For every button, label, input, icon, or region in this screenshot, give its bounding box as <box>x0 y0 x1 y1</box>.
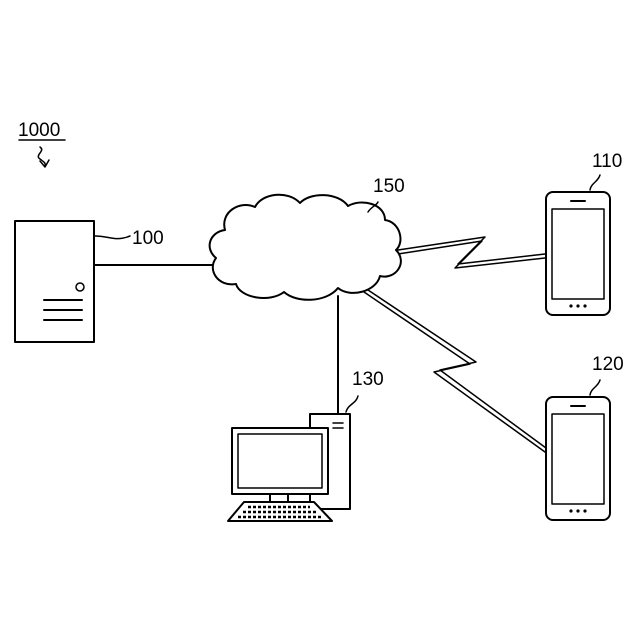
smartphone-icon <box>546 192 610 315</box>
phone-120-label: 120 <box>592 354 624 375</box>
server-icon <box>15 221 94 342</box>
smartphone-icon <box>546 397 610 520</box>
phone-110-label: 110 <box>592 151 622 172</box>
system-label: 1000 <box>18 120 60 141</box>
network-cloud: 150 <box>210 176 405 300</box>
lightning-link-icon <box>398 237 545 268</box>
desktop-computer-icon <box>232 428 328 494</box>
desktop-computer: 130 <box>228 369 384 521</box>
server-device: 100 <box>15 221 164 342</box>
lightning-link-icon <box>364 290 546 452</box>
cloud-network-icon <box>210 195 401 300</box>
phone-button-dot <box>583 509 586 512</box>
computer-leader-line <box>346 396 358 412</box>
smartphone-120: 120 <box>546 354 624 520</box>
server-label: 100 <box>132 228 164 249</box>
phone-button-dot <box>576 509 579 512</box>
network-label: 150 <box>373 176 405 197</box>
phone-button-dot <box>583 304 586 307</box>
monitor-stand <box>270 494 288 502</box>
server-leader-line <box>95 236 130 239</box>
phone-120-leader-line <box>590 380 600 395</box>
phone-110-leader-line <box>590 175 600 190</box>
smartphone-110: 110 <box>546 151 622 315</box>
phone-button-dot <box>576 304 579 307</box>
phone-button-dot <box>569 509 572 512</box>
system-reference: 1000 <box>18 120 65 167</box>
phone-button-dot <box>569 304 572 307</box>
computer-label: 130 <box>352 369 384 390</box>
